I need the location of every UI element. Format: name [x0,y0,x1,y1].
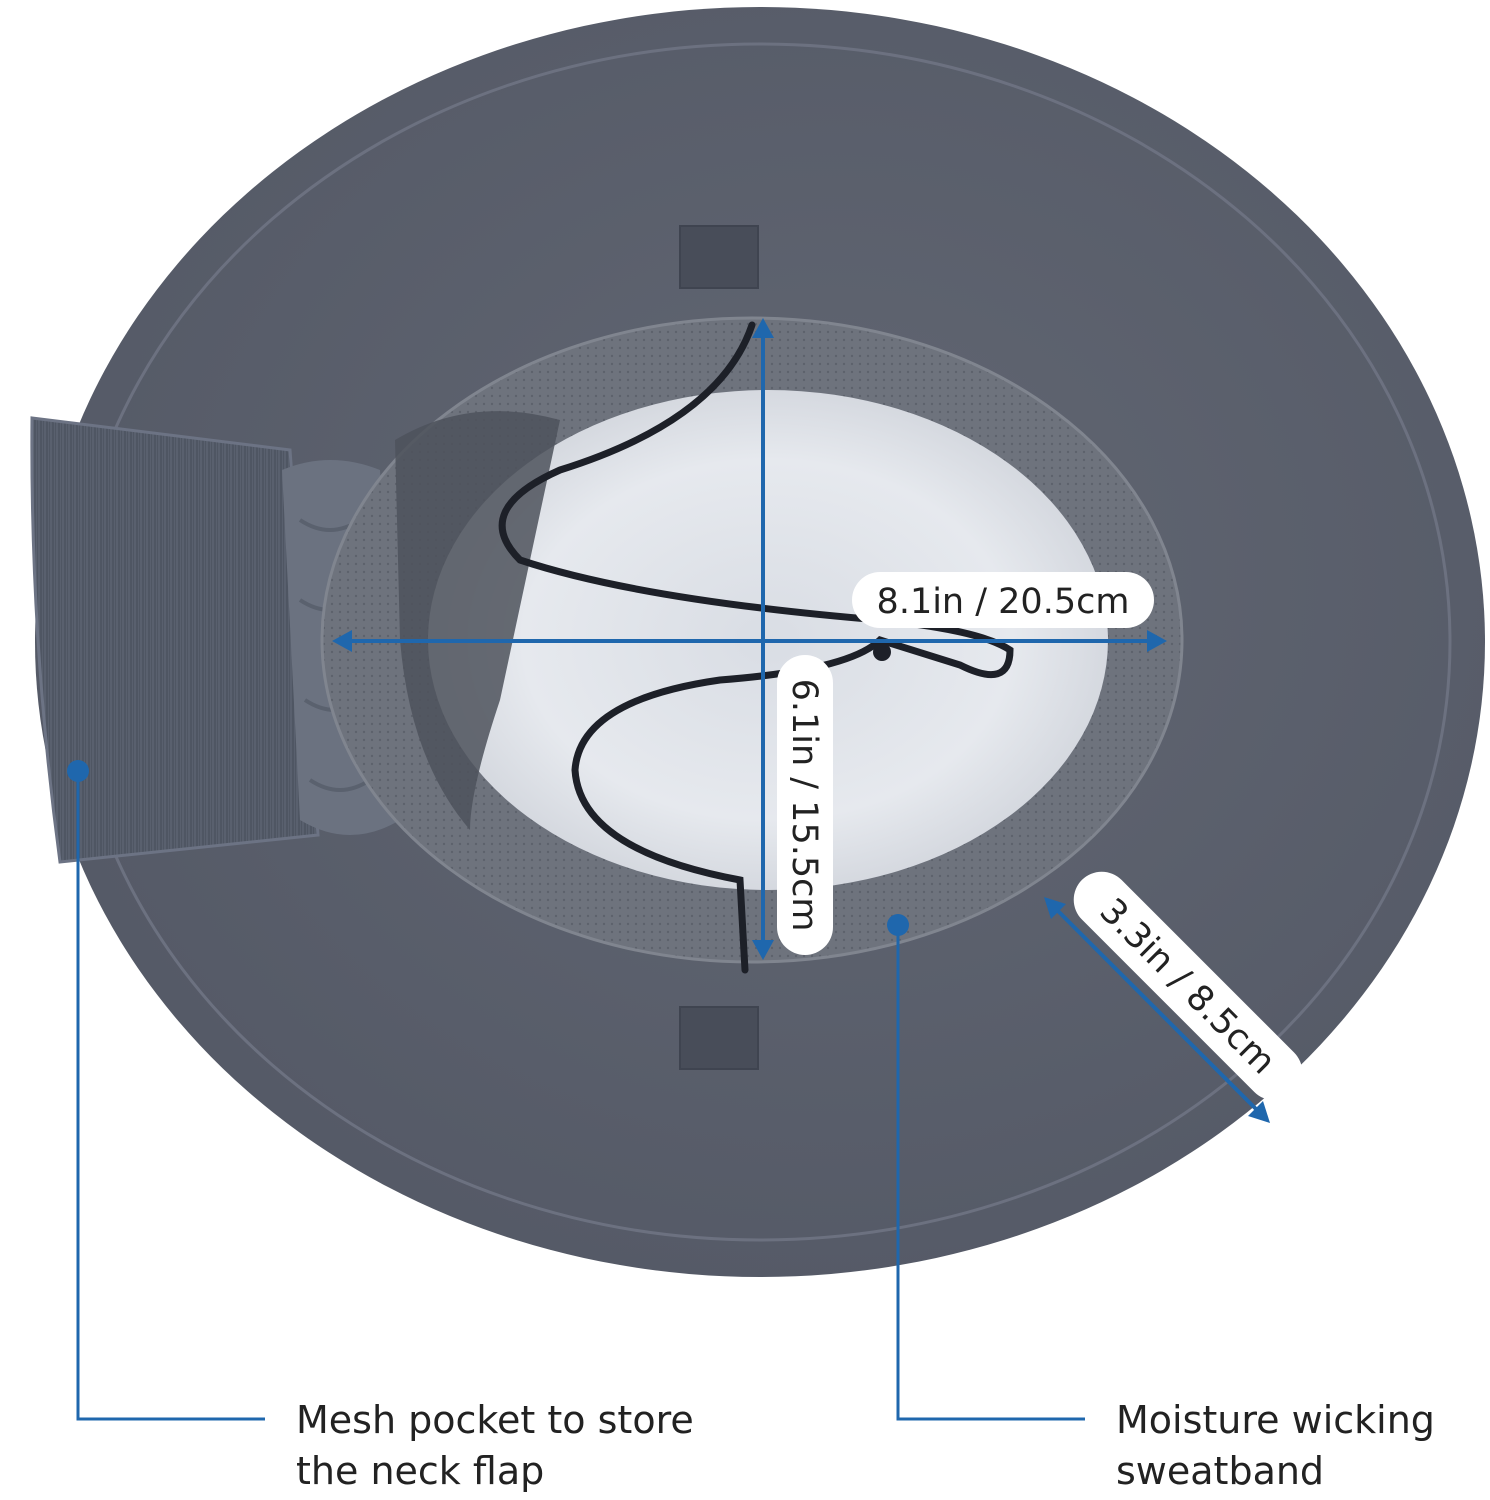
mesh-pocket-callout-line [67,760,265,1421]
chin-strap [498,321,1014,974]
svg-text:8.1in / 20.5cm: 8.1in / 20.5cm [877,582,1130,622]
mesh-pocket [30,416,320,864]
height-label: 6.1in / 15.5cm [777,655,833,955]
mesh-pocket-caption: Mesh pocket to store the neck flap [296,1395,694,1497]
svg-text:6.1in / 15.5cm: 6.1in / 15.5cm [784,679,824,932]
sweatband-caption-line-2: sweatband [1116,1449,1325,1493]
sweatband-caption: Moisture wicking sweatband [1116,1395,1435,1497]
mesh-pocket-caption-line-1: Mesh pocket to store [296,1398,694,1442]
inner-mesh-left [395,411,560,830]
sweatband-caption-line-1: Moisture wicking [1116,1398,1435,1442]
sweatband-callout-line [887,914,1085,1421]
mesh-pocket-caption-line-2: the neck flap [296,1449,545,1493]
width-arrow [332,630,1167,652]
velcro-tab-bottom [679,1006,759,1070]
brim-arrow [1044,897,1270,1123]
width-label: 8.1in / 20.5cm [852,572,1154,628]
velcro-tab-top [679,225,759,289]
